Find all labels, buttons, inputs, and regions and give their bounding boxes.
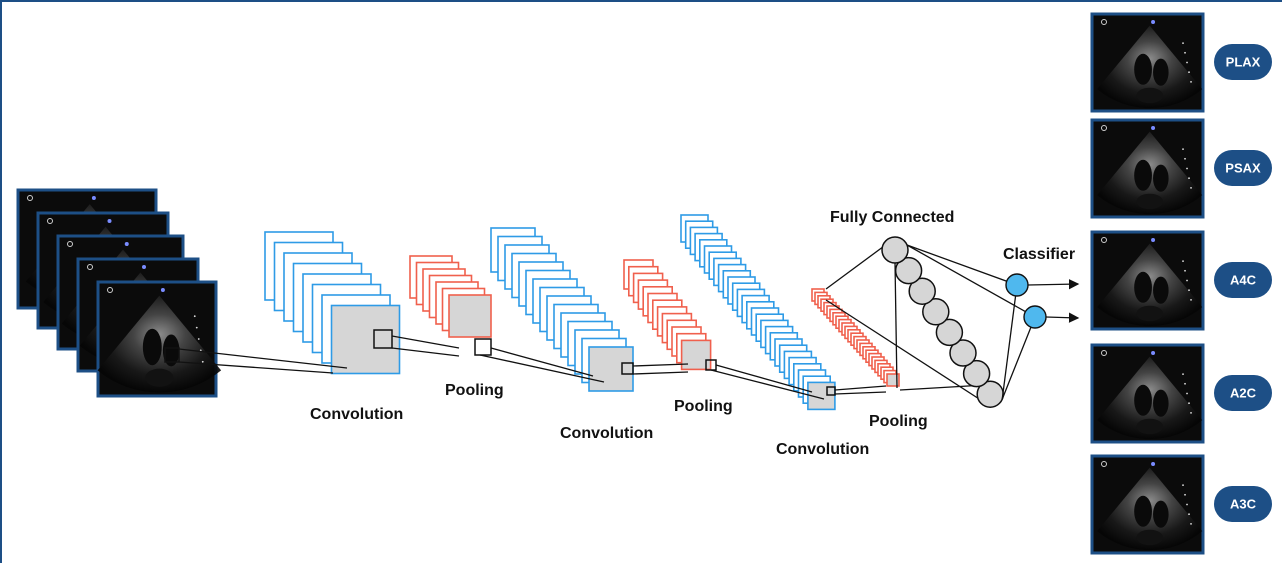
conv1-feature-map <box>330 304 401 375</box>
fc-neuron <box>949 339 977 367</box>
conv-layer-2 <box>490 227 634 392</box>
label-fully-connected: Fully Connected <box>830 209 954 226</box>
classifier-connections <box>906 244 1080 400</box>
input-image-stack <box>16 188 222 398</box>
view-pill <box>1214 150 1272 186</box>
output-views: PLAX PSAX A4C A2C A3C <box>1090 12 1272 555</box>
fc-neuron <box>935 318 964 347</box>
label-classifier: Classifier <box>1003 246 1075 263</box>
output-echo-thumbnail <box>1090 118 1205 219</box>
conv-layer-1 <box>264 231 401 375</box>
view-pill-label: A2C <box>1230 386 1257 401</box>
label-convolution-2: Convolution <box>560 425 653 442</box>
fc-neuron <box>894 256 923 285</box>
output-echo-thumbnail <box>1090 454 1205 555</box>
output-echo-thumbnail <box>1090 343 1205 444</box>
classifier-layer <box>906 244 1080 400</box>
fully-connected-layer <box>825 236 1004 408</box>
label-convolution-1: Convolution <box>310 406 403 423</box>
classifier-node <box>1005 273 1029 297</box>
pool1-feature-map <box>448 294 492 338</box>
fc-neuron <box>962 359 991 388</box>
pool3-feature-map <box>886 373 900 387</box>
label-pooling-1: Pooling <box>445 382 504 399</box>
label-convolution-3: Convolution <box>776 441 869 458</box>
view-pill <box>1214 44 1272 80</box>
view-pill-label: A3C <box>1230 497 1257 512</box>
pool-layer-2 <box>623 259 712 371</box>
fc-neuron <box>922 298 950 326</box>
fc-neuron <box>881 236 909 264</box>
output-echo-thumbnail <box>1090 12 1205 113</box>
view-pill-label: PLAX <box>1226 55 1261 70</box>
view-pill <box>1214 486 1272 522</box>
output-echo-thumbnail <box>1090 230 1205 331</box>
label-pooling-2: Pooling <box>674 398 733 415</box>
arrow-icon <box>1027 278 1080 290</box>
view-pill <box>1214 375 1272 411</box>
pool-layer-3 <box>811 288 900 387</box>
view-pill-label: A4C <box>1230 273 1257 288</box>
input-echo-frame <box>96 280 222 398</box>
label-pooling-3: Pooling <box>869 413 928 430</box>
conv-layer-3 <box>680 214 836 411</box>
arrow-icon <box>1045 312 1080 323</box>
view-pill-label: PSAX <box>1225 161 1261 176</box>
view-pill <box>1214 262 1272 298</box>
pool-layer-1 <box>409 255 492 338</box>
conv2-feature-map <box>588 346 634 392</box>
classifier-node <box>1023 305 1047 329</box>
receptive-field-connections <box>164 329 887 400</box>
fc-neuron <box>908 277 936 305</box>
